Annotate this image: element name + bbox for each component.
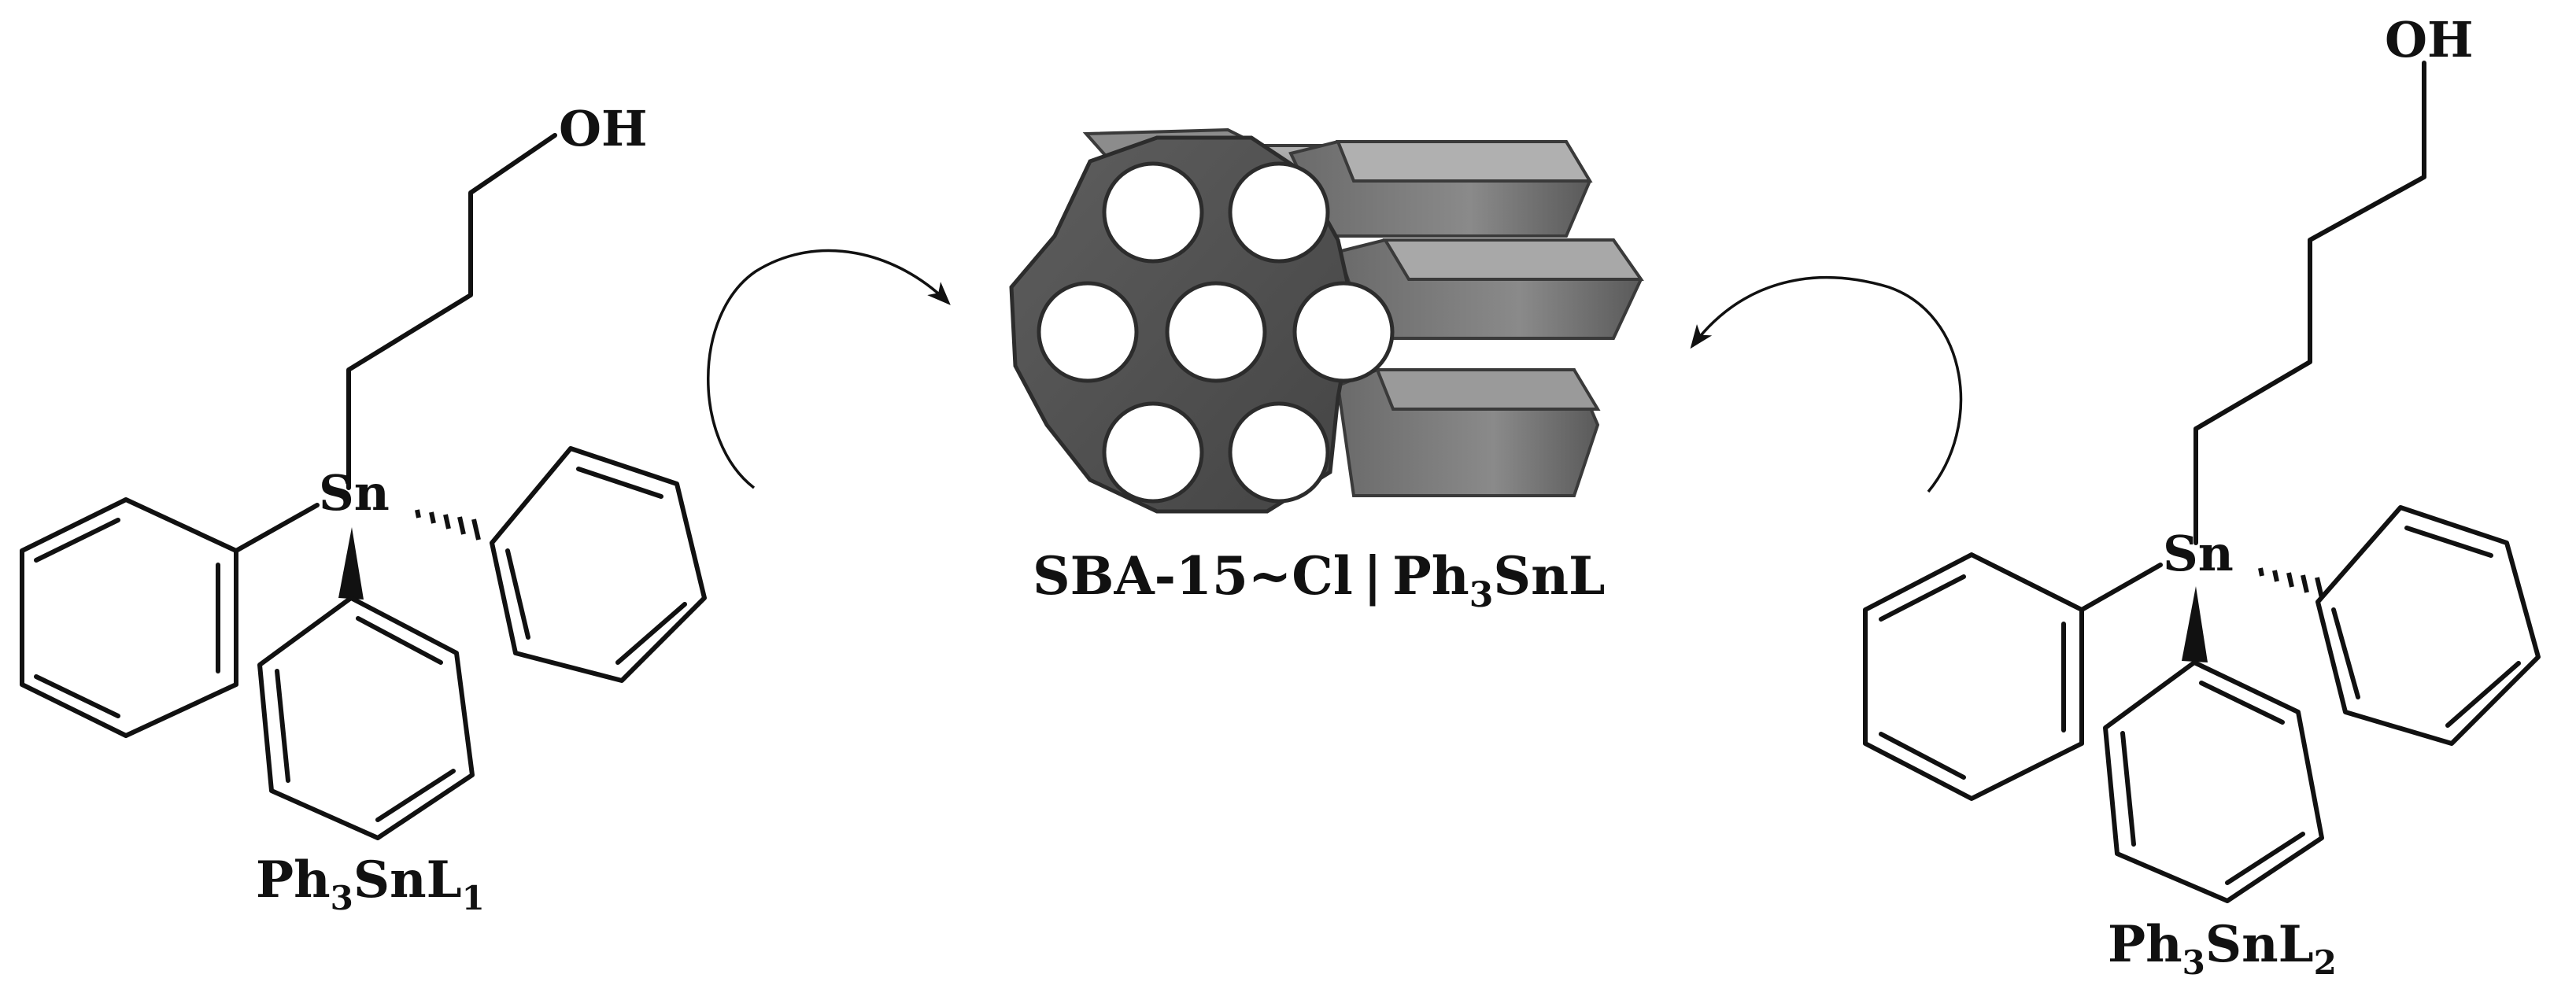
reaction-arrow-right bbox=[1690, 275, 1963, 493]
pore bbox=[1037, 281, 1139, 383]
reaction-arrow-left bbox=[707, 249, 951, 489]
sn-phenyl-bond-left bbox=[234, 503, 320, 553]
pore-channel-rods bbox=[1082, 127, 1644, 497]
sba15-mesoporous-silica: SBA-15~Cl | Ph3SnL bbox=[1009, 127, 1644, 615]
hydroxyl-label: OH bbox=[2385, 11, 2474, 68]
molecule-ph3snl2: OH Sn bbox=[1863, 11, 2541, 982]
phenyl-ring-bottom bbox=[2103, 660, 2324, 903]
tin-atom-label: Sn bbox=[319, 464, 390, 522]
compound-label-ph3snl1: Ph3SnL1 bbox=[256, 851, 485, 917]
pore bbox=[1165, 281, 1267, 383]
solid-wedge-bond bbox=[2182, 586, 2208, 662]
pore bbox=[1102, 401, 1204, 504]
phenyl-ring-bottom bbox=[257, 596, 475, 840]
solid-wedge-bond bbox=[338, 527, 364, 600]
hydroxyl-label: OH bbox=[559, 100, 648, 157]
phenyl-ring-right bbox=[2315, 505, 2541, 746]
material-label: SBA-15~Cl | Ph3SnL bbox=[1033, 545, 1605, 615]
hashed-wedge-bond bbox=[2258, 567, 2324, 599]
molecule-ph3snl1: OH Sn bbox=[20, 100, 707, 917]
alkyl-chain bbox=[2193, 61, 2426, 545]
pore-openings bbox=[1037, 161, 1395, 504]
pore bbox=[1228, 401, 1330, 504]
sn-phenyl-bond-left bbox=[2079, 563, 2163, 612]
alkyl-chain bbox=[346, 133, 557, 490]
phenyl-ring-left bbox=[1863, 552, 2084, 801]
pore bbox=[1228, 161, 1330, 264]
hashed-wedge-bond bbox=[415, 509, 481, 541]
phenyl-ring-right bbox=[490, 446, 707, 683]
tin-atom-label: Sn bbox=[2163, 525, 2234, 582]
pore bbox=[1102, 161, 1204, 264]
pore bbox=[1292, 281, 1395, 383]
phenyl-ring-left bbox=[20, 497, 238, 738]
compound-label-ph3snl2: Ph3SnL2 bbox=[2108, 915, 2337, 982]
